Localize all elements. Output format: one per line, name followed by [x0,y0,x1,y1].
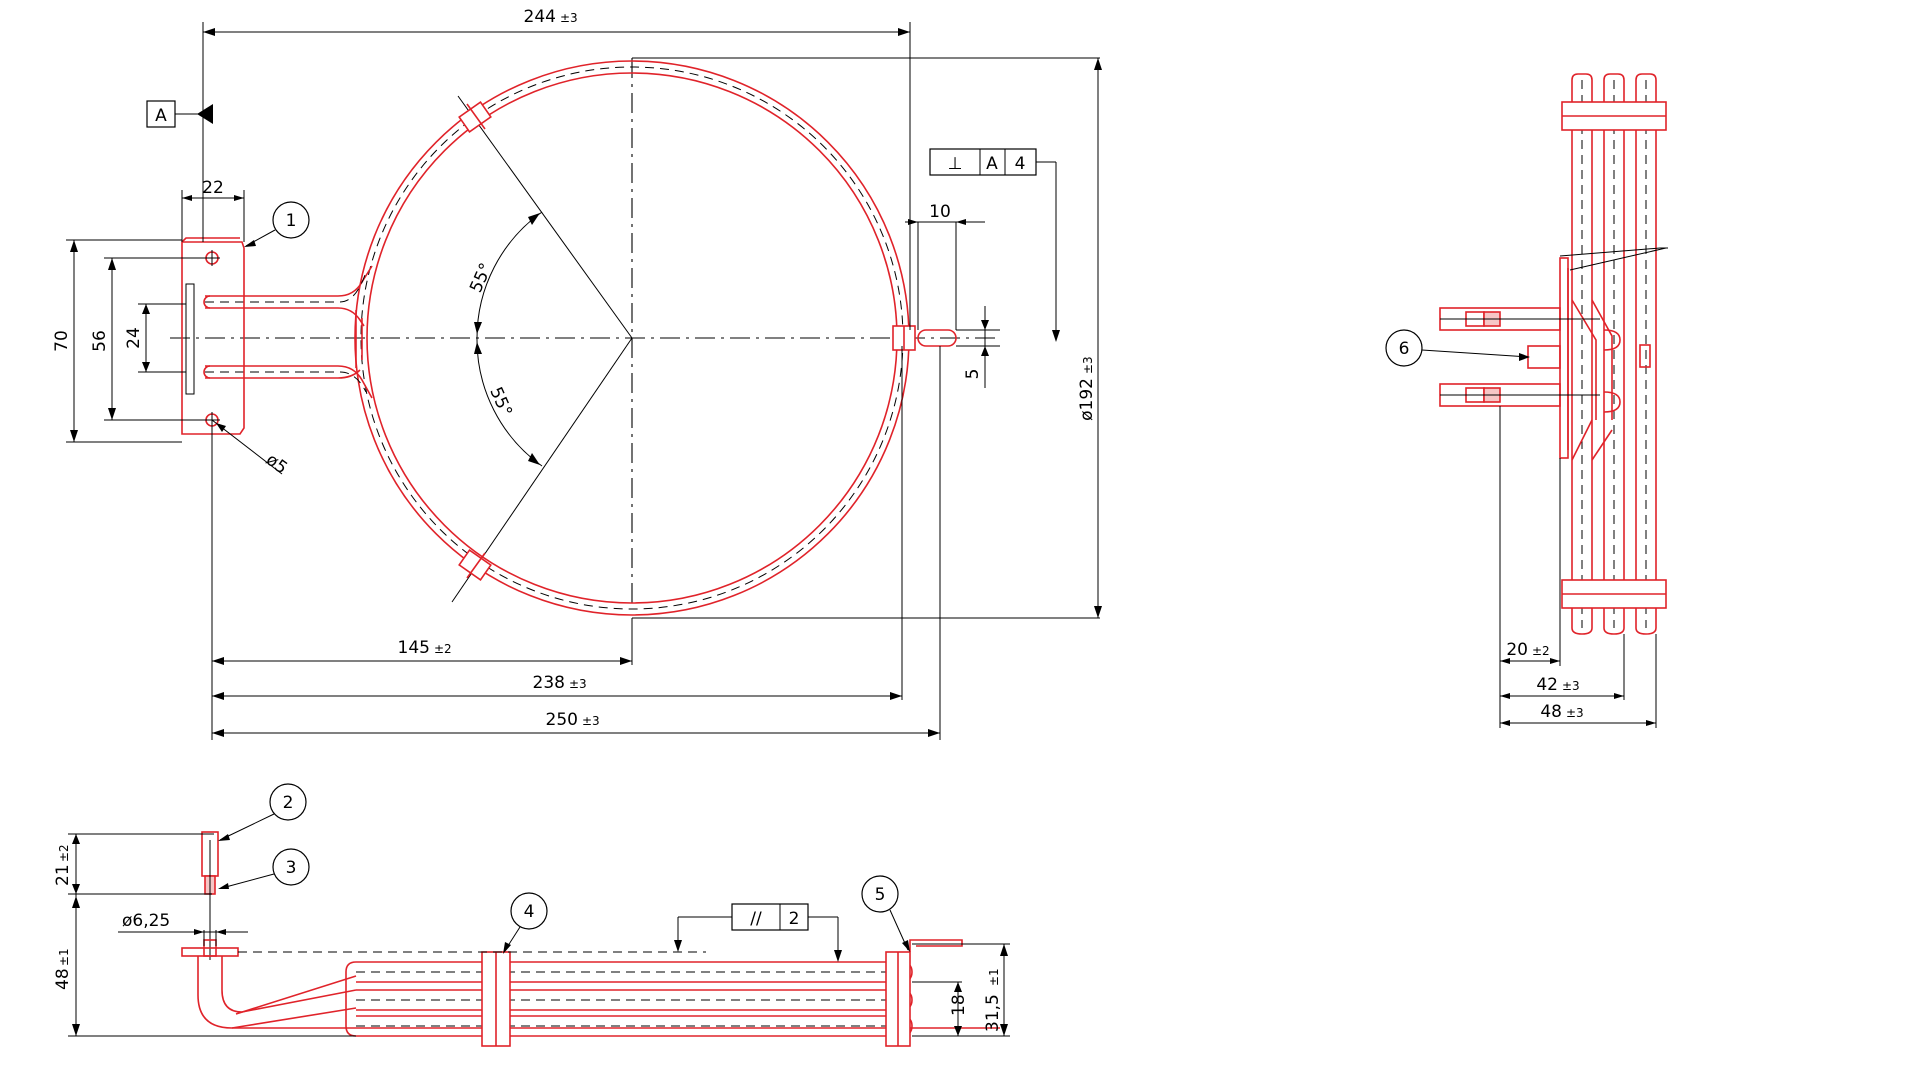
dim-48-side: 48 [1540,702,1562,722]
svg-text:4: 4 [1015,154,1026,174]
dim-hole-dia: ø5 [262,450,291,479]
dim-70: 70 [52,330,72,352]
balloon-2: 2 [218,783,307,841]
svg-text:4: 4 [524,902,535,922]
dim-315-tol: ±1 [987,968,1001,986]
dim-18: 18 [949,994,969,1016]
svg-text:A: A [986,154,998,174]
balloon-5: 5 [861,875,910,952]
dim-ring-dia-tol: ±3 [1081,356,1095,374]
dim-21-tol: ±2 [57,844,71,862]
dim-238: 238 [533,673,565,693]
dim-56: 56 [90,330,110,352]
balloon-4: 4 [503,892,548,954]
dim-42: 42 [1536,675,1558,695]
dim-238-tol: ±3 [569,677,587,691]
dim-dia-625-label: ø6,25 [122,911,170,931]
svg-text:2: 2 [789,909,800,929]
dim-250: 250 [546,710,578,730]
svg-text:3: 3 [286,858,297,878]
dim-21: 21 [53,864,73,886]
svg-text:1: 1 [286,211,297,231]
dim-24: 24 [124,327,144,349]
dim-20: 20 [1506,640,1528,660]
ring-clip-top [458,101,492,133]
balloon-3: 3 [218,848,310,889]
dim-48-bottom: 48 [53,968,73,990]
side-view: 6 20 ±2 42 ±3 48 ±3 [1385,73,1668,728]
dim-315: 31,5 [983,994,1003,1032]
dim-48-side-tol: ±3 [1566,706,1584,720]
balloon-1: 1 [244,201,310,247]
datum-a-label: A [155,106,167,126]
parallelism-frame: // 2 [674,903,842,962]
dim-145: 145 [398,638,430,658]
dim-244-tol: ±3 [560,11,578,25]
ring-clip-bottom [458,549,492,581]
perpendicularity-frame: ⊥ A 4 [929,148,1060,342]
svg-text:6: 6 [1399,339,1410,359]
angle-top: 55° [466,260,497,296]
front-view: A ⊥ A 4 1 244 ±3 22 70 56 24 ø5 1 [52,7,1102,740]
dim-42-tol: ±3 [1562,679,1580,693]
angle-bottom: 55° [485,384,516,420]
dim-10: 10 [929,202,951,222]
dim-244: 244 [524,7,556,27]
bottom-view: // 2 2 3 4 5 [53,783,1010,1047]
datum-a-box [146,100,176,128]
dim-20-tol: ±2 [1532,644,1550,658]
dim-48-bottom-tol: ±1 [57,948,71,966]
dim-250-tol: ±3 [582,714,600,728]
svg-text:5: 5 [875,885,886,905]
svg-text:2: 2 [283,793,294,813]
dim-5: 5 [963,369,983,380]
ring-clip-right [892,325,957,351]
svg-text:⊥: ⊥ [948,154,963,174]
dim-145-tol: ±2 [434,642,452,656]
dim-ring-dia: ø192 [1077,378,1097,421]
dim-22: 22 [202,178,224,198]
svg-text://: // [750,909,762,929]
balloon-6: 6 [1385,329,1530,367]
